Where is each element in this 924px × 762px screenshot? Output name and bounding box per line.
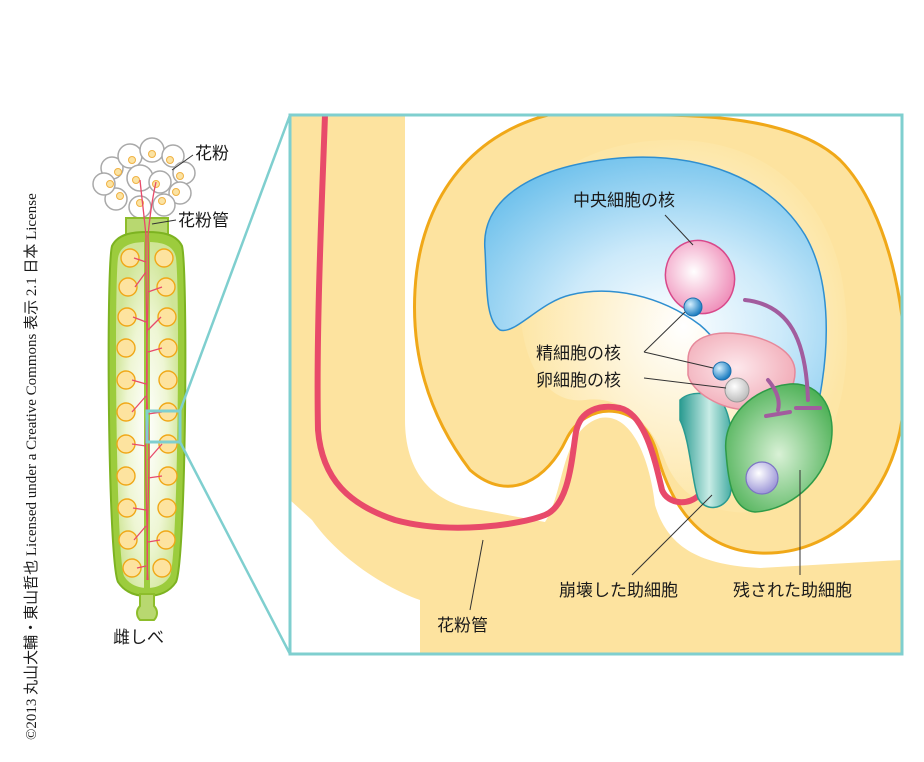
label-pistil: 雌しべ [113, 628, 164, 648]
central-cell-nucleus [664, 239, 736, 315]
label-collapsed-synergid: 崩壊した助細胞 [559, 581, 678, 601]
zoom-panel-frame [288, 113, 904, 656]
pistil-stalk [136, 593, 158, 621]
synergid-nucleus [745, 461, 779, 495]
leader-pollen [171, 154, 194, 171]
leader-sperm-1 [643, 311, 686, 353]
label-pollen: 花粉 [195, 144, 229, 164]
label-egg-cell-nucleus: 卵細胞の核 [536, 371, 621, 391]
ovules-left [116, 248, 142, 578]
leader-pollen-tube-zoom [469, 539, 484, 611]
pollen-tube-zoom [314, 115, 708, 531]
placenta-tissue [290, 115, 902, 654]
leader-pollen-tube-top [151, 219, 177, 225]
leader-collapsed-synergid [631, 494, 713, 576]
leader-central-cell-nucleus [664, 214, 694, 246]
label-pollen-tube-top: 花粉管 [178, 211, 229, 231]
label-sperm-cell-nucleus: 精細胞の核 [536, 344, 621, 364]
zoom-line-top [178, 114, 292, 412]
label-remaining-synergid: 残された助細胞 [733, 581, 852, 601]
zoom-selection-box [145, 409, 182, 444]
pollen-grain-dots [106, 150, 184, 207]
sperm-nucleus-2 [712, 361, 732, 381]
leader-egg-nucleus [643, 377, 727, 389]
zoom-line-bottom [178, 441, 292, 655]
ovules-right [152, 248, 178, 578]
zoom-panel-content: 中央細胞の核 精細胞の核 卵細胞の核 崩壊した助細胞 残された助細胞 花粉管 [290, 115, 902, 654]
pistil-overview: 花粉 花粉管 雌しべ [92, 137, 229, 648]
inhibition-arrows [743, 298, 822, 418]
label-pollen-tube-zoom: 花粉管 [437, 616, 488, 636]
label-central-cell-nucleus: 中央細胞の核 [573, 191, 675, 211]
egg-nucleus [724, 377, 750, 403]
copyright-notice: ©2013 丸山大輔・東山哲也 Licensed under a Creativ… [23, 193, 40, 740]
sperm-nucleus-1 [683, 297, 703, 317]
leader-sperm-2 [643, 351, 714, 369]
